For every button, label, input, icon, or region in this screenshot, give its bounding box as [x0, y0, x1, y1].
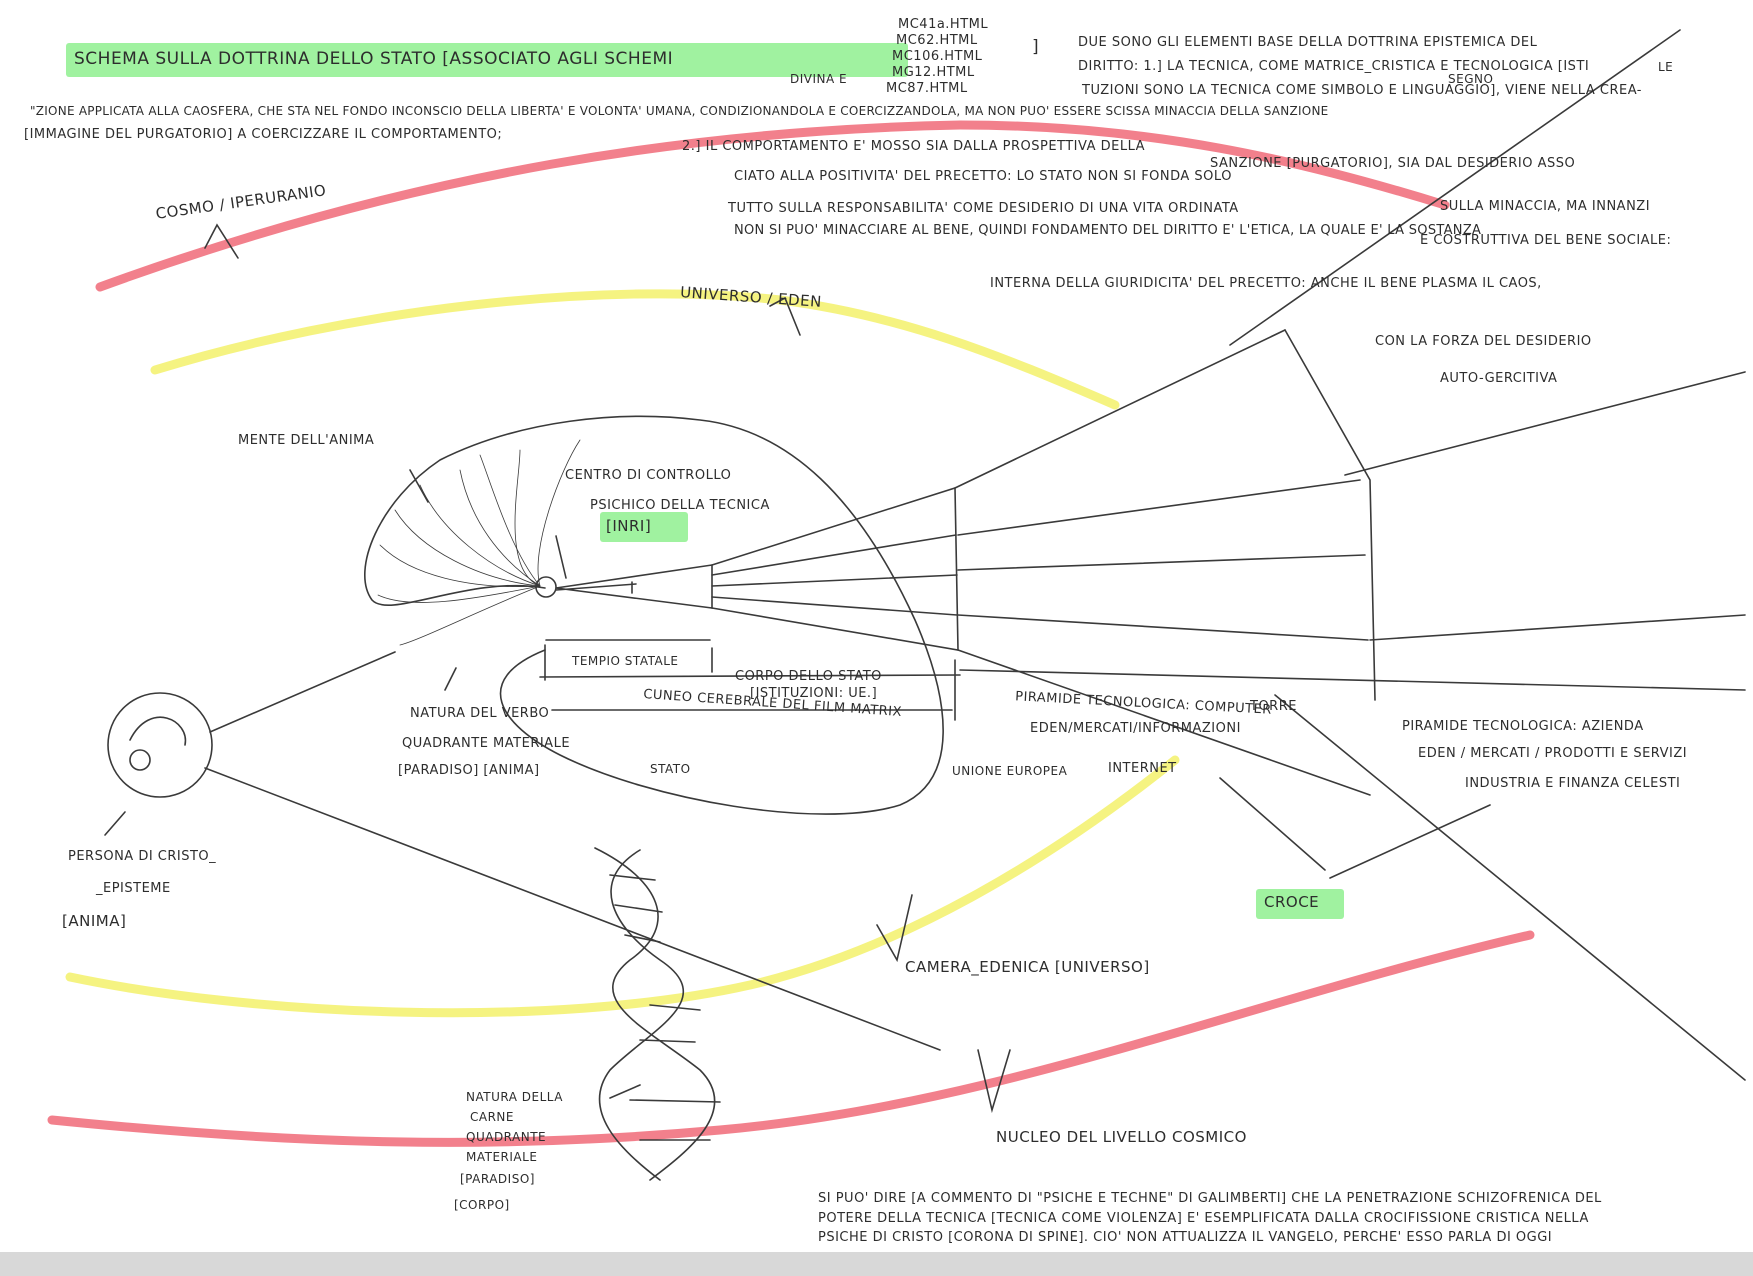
point2-line-6: E COSTRUTTIVA DEL BENE SOCIALE: [1420, 233, 1672, 248]
le-label: LE [1658, 60, 1674, 74]
natura-verbo-2: QUADRANTE MATERIALE [402, 736, 571, 751]
bottom-text-3: PSICHE DI CRISTO [CORONA DI SPINE]. CIO'… [818, 1230, 1553, 1245]
persona-label-3: [ANIMA] [62, 912, 127, 930]
persona-circle [107, 692, 213, 798]
mente-pointer [409, 469, 429, 503]
natura-carne-1: NATURA DELLA [466, 1090, 563, 1104]
persona-label-1: PERSONA DI CRISTO_ [68, 849, 217, 864]
point2-line-8: INTERNA DELLA GIURIDICITA' DEL PRECETTO:… [990, 276, 1542, 291]
natura-carne-6: [CORPO] [454, 1198, 510, 1212]
divina-e-label: DIVINA E [790, 72, 848, 86]
croce-highlight [1256, 889, 1344, 919]
piramide-computer-3: INTERNET [1108, 761, 1177, 776]
point2-line-9: CON LA FORZA DEL DESIDERIO [1375, 334, 1592, 349]
croce-pointer-a [1219, 777, 1326, 871]
unione-europea-label: UNIONE EUROPEA [952, 764, 1068, 778]
right-paragraph-3: TUZIONI SONO LA TECNICA COME SIMBOLO E L… [1082, 83, 1642, 98]
natura-verbo-pointer [444, 667, 457, 691]
natura-carne-3: QUADRANTE [466, 1130, 547, 1144]
corpo-label-2: [ISTITUZIONI: UE.] [750, 686, 878, 701]
nucleo-arrow [977, 1049, 1011, 1114]
natura-verbo-1: NATURA DEL VERBO [410, 706, 550, 721]
tempio-label: TEMPIO STATALE [572, 654, 679, 668]
natura-verbo-3: [PARADISO] [ANIMA] [398, 763, 540, 778]
camera-label: CAMERA_EDENICA [UNIVERSO] [905, 958, 1150, 976]
diagonal-top [1229, 29, 1681, 346]
piramide-azienda-1: PIRAMIDE TECNOLOGICA: AZIENDA [1402, 719, 1644, 734]
camera-arrow [876, 894, 913, 963]
piramide-computer-2: EDEN/MERCATI/INFORMAZIONI [1030, 721, 1241, 736]
inri-label: [INRI] [606, 517, 652, 535]
natura-carne-4: MATERIALE [466, 1150, 538, 1164]
point2-line-3: CIATO ALLA POSITIVITA' DEL PRECETTO: LO … [734, 169, 1232, 184]
universo-yellow-band [150, 289, 1120, 410]
bottom-text-1: SI PUO' DIRE [A COMMENTO DI "PSICHE E TE… [818, 1191, 1602, 1206]
point2-line-4: SULLA MINACCIA, MA INNANZI [1440, 199, 1651, 214]
file-ref-4: MG12.HTML [892, 65, 975, 80]
left-paragraph-2: [IMMAGINE DEL PURGATORIO] A COERCIZZARE … [24, 127, 503, 142]
piramide-azienda-2: EDEN / MERCATI / PRODOTTI E SERVIZI [1418, 746, 1688, 761]
mente-shape [364, 415, 944, 815]
dna-helix [594, 847, 716, 1181]
cuneo-tube [555, 564, 713, 609]
diagram-title: SCHEMA SULLA DOTTRINA DELLO STATO [ASSOC… [74, 49, 674, 69]
file-ref-5: MC87.HTML [886, 81, 968, 96]
nucleo-label: NUCLEO DEL LIVELLO COSMICO [996, 1128, 1247, 1146]
right-paragraph-1: DUE SONO GLI ELEMENTI BASE DELLA DOTTRIN… [1078, 35, 1538, 50]
right-paragraph-2: DIRITTO: 1.] LA TECNICA, COME MATRICE_CR… [1078, 59, 1590, 74]
stato-label: STATO [650, 762, 691, 776]
point2-line-10: AUTO-GERCITIVA [1440, 371, 1558, 386]
bottom-text-2: POTERE DELLA TECNICA [TECNICA COME VIOLE… [818, 1211, 1589, 1226]
inri-highlight [600, 512, 688, 542]
diagonal-low [1274, 694, 1746, 1081]
title-highlight [66, 43, 908, 77]
point2-line-1: 2.] IL COMPORTAMENTO E' MOSSO SIA DALLA … [682, 139, 1146, 154]
title-close-bracket: ] [1032, 37, 1040, 57]
natura-carne-5: [PARADISO] [460, 1172, 535, 1186]
mente-label: MENTE DELL'ANIMA [238, 433, 375, 448]
file-ref-3: MC106.HTML [892, 49, 983, 64]
centro-label-2: PSICHICO DELLA TECNICA [590, 498, 770, 513]
persona-label-2: _EPISTEME [96, 881, 171, 896]
natura-carne-2: CARNE [470, 1110, 514, 1124]
cosmo-arrow [204, 223, 239, 259]
cone-front [711, 486, 959, 651]
scan-bottom-edge [0, 1252, 1753, 1276]
croce-label: CROCE [1264, 893, 1320, 911]
camera-yellow-band [65, 755, 1180, 1018]
point2-line-5: TUTTO SULLA RESPONSABILITA' COME DESIDER… [728, 201, 1239, 216]
file-ref-1: MC41a.HTML [898, 17, 989, 32]
left-paragraph-1: "ZIONE APPLICATA ALLA CAOSFERA, CHE STA … [30, 104, 1329, 118]
control-center [535, 576, 557, 598]
point2-line-7: NON SI PUO' MINACCIARE AL BENE, QUINDI F… [734, 223, 1482, 238]
universo-arrow [769, 296, 801, 336]
point2-line-2: SANZIONE [PURGATORIO], SIA DAL DESIDERIO… [1210, 156, 1576, 171]
cosmo-red-band [95, 120, 1450, 292]
corpo-label-1: CORPO DELLO STATO [735, 669, 882, 684]
croce-pointer-b [1329, 804, 1491, 879]
centro-label-1: CENTRO DI CONTROLLO [565, 468, 732, 483]
piramide-azienda-3: INDUSTRIA E FINANZA CELESTI [1465, 776, 1681, 791]
segno-label: SEGNO [1448, 72, 1494, 86]
file-ref-2: MC62.HTML [896, 33, 978, 48]
torre-label: TORRE [1250, 699, 1297, 714]
nucleo-red-band [47, 930, 1535, 1147]
